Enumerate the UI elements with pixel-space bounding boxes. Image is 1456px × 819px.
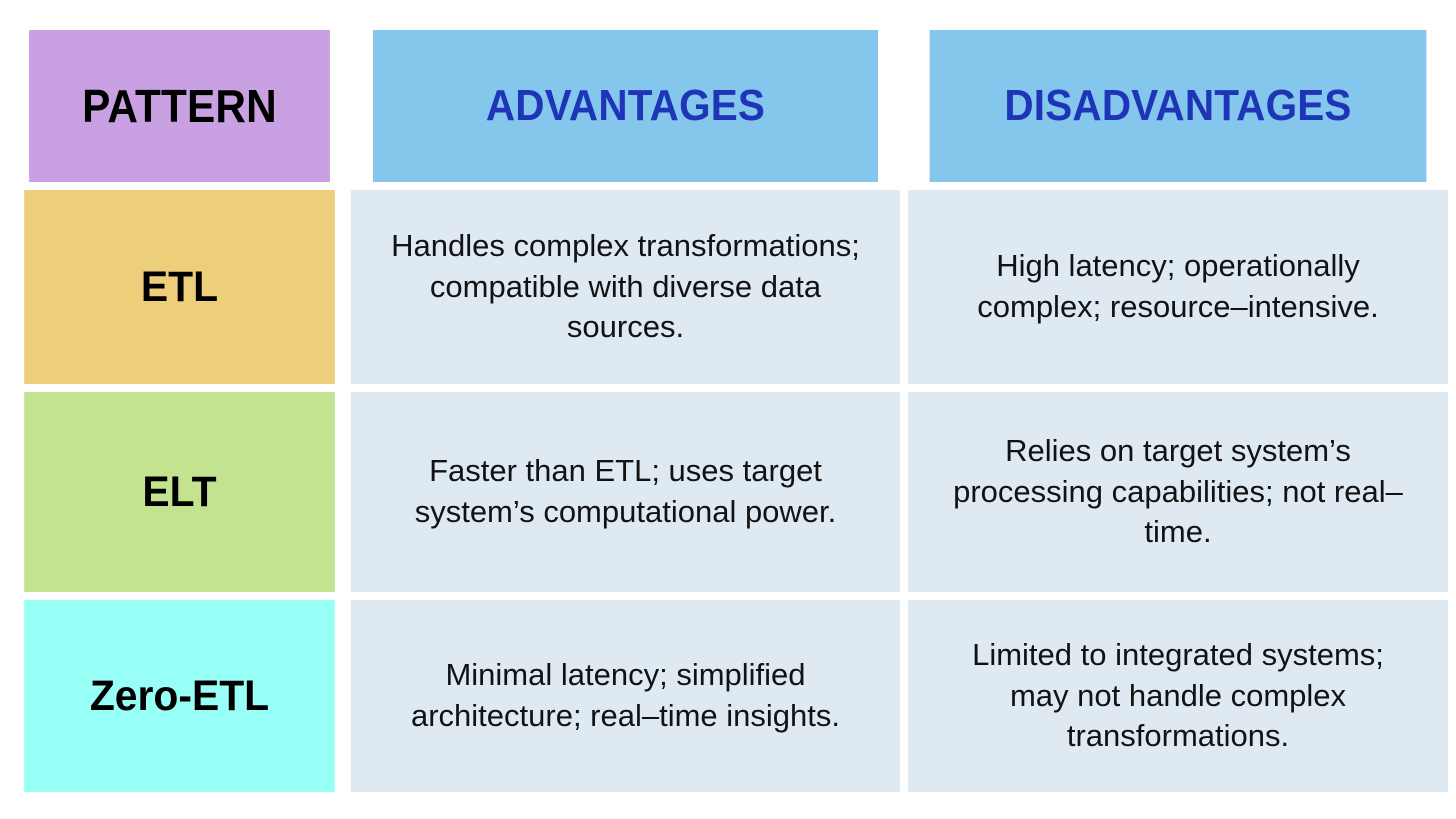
table-cell-advantages-etl: Handles complex transformations; compati… [351,190,900,384]
table-cell-advantages-zero-etl: Minimal latency; simplified architecture… [351,600,900,792]
column-header-pattern: PATTERN [29,30,330,182]
table-row-pattern-cell: ELT [24,392,335,592]
disadvantages-text-elt: Relies on target system’s processing cap… [953,433,1403,550]
pattern-name-etl: ETL [140,262,219,311]
advantages-text-elt: Faster than ETL; uses target system’s co… [414,453,837,529]
column-header-advantages-label: ADVANTAGES [485,81,766,130]
advantages-text-etl: Handles complex transformations; compati… [391,228,860,345]
column-header-advantages: ADVANTAGES [372,30,879,182]
table-cell-advantages-elt: Faster than ETL; uses target system’s co… [351,392,900,592]
column-header-disadvantages: DISADVANTAGES [929,30,1427,182]
etl-comparison-table: PATTERN ADVANTAGES DISADVANTAGES ETL Han… [16,30,1448,792]
disadvantages-text-zero-etl: Limited to integrated systems; may not h… [972,637,1384,754]
pattern-name-zero-etl: Zero-ETL [89,671,270,720]
advantages-text-zero-etl: Minimal latency; simplified architecture… [410,657,841,733]
table-cell-disadvantages-elt: Relies on target system’s processing cap… [908,392,1448,592]
disadvantages-text-etl: High latency; operationally complex; res… [977,248,1379,324]
table-row-pattern-cell: Zero-ETL [24,600,335,792]
pattern-name-elt: ELT [142,467,217,516]
column-header-disadvantages-label: DISADVANTAGES [1004,81,1352,130]
table-cell-disadvantages-etl: High latency; operationally complex; res… [908,190,1448,384]
column-header-pattern-label: PATTERN [82,80,277,132]
table-row-pattern-cell: ETL [24,190,335,384]
table-cell-disadvantages-zero-etl: Limited to integrated systems; may not h… [908,600,1448,792]
